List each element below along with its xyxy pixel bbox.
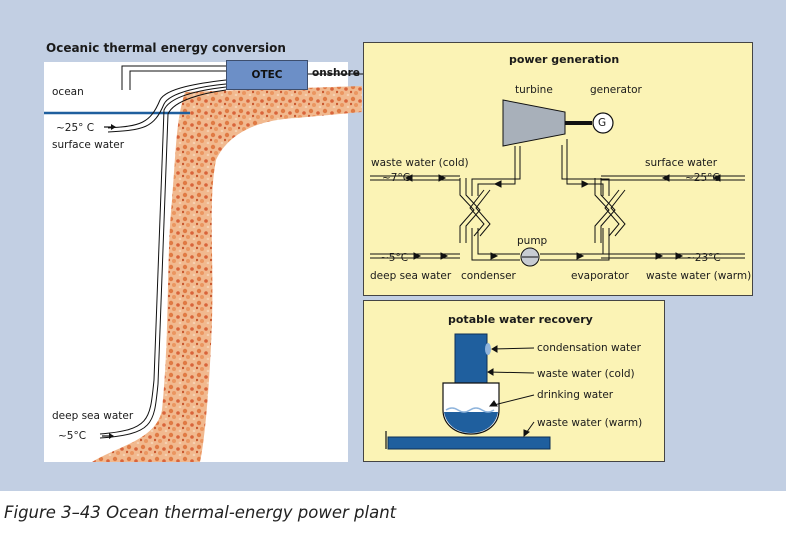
surface-temp-label: ~25° C xyxy=(56,122,95,134)
deep-temp-label: ~5°C xyxy=(58,430,87,442)
potable-water-title: potable water recovery xyxy=(448,313,593,326)
generator-circle xyxy=(592,112,614,134)
otec-label: OTEC xyxy=(251,69,283,81)
pw-waste-cold-label: waste water (cold) xyxy=(537,368,635,380)
warm-water-pipe xyxy=(387,436,551,450)
ocean-label: ocean xyxy=(52,86,84,98)
pump-label: pump xyxy=(517,235,548,247)
condensation-column xyxy=(454,333,488,385)
power-generation-title: power generation xyxy=(509,53,620,66)
pg-surface-temp-label: ~25°C xyxy=(685,172,720,184)
figure-caption: Figure 3–43 Ocean thermal-energy power p… xyxy=(4,503,397,522)
onshore-label: onshore xyxy=(312,67,360,79)
waste-water-cold-label: waste water (cold) xyxy=(371,157,469,169)
waste-cold-temp-label: ~7°C xyxy=(382,172,411,184)
deep-sea-water-label: deep sea water xyxy=(52,410,134,422)
condenser-label: condenser xyxy=(461,270,516,282)
evaporator-label: evaporator xyxy=(571,270,629,282)
diagram-title: Oceanic thermal energy conversion xyxy=(46,41,286,55)
generator-label: generator xyxy=(590,84,642,96)
waste-warm-temp-label: ~23°C xyxy=(686,252,721,264)
pg-deep-sea-water-label: deep sea water xyxy=(370,270,452,282)
pw-waste-warm-label: waste water (warm) xyxy=(537,417,643,429)
pg-surface-water-label: surface water xyxy=(645,157,718,169)
waste-water-warm-label: waste water (warm) xyxy=(646,270,752,282)
condensation-water-label: condensation water xyxy=(537,342,641,354)
turbine-shape xyxy=(502,99,566,147)
surface-water-label: surface water xyxy=(52,139,125,151)
otec-plant-box: OTEC xyxy=(226,60,308,90)
potable-water-panel xyxy=(363,300,665,462)
generator-symbol: G xyxy=(598,117,607,129)
pg-deep-temp-label: ~5°C xyxy=(380,252,409,264)
drinking-water-label: drinking water xyxy=(537,389,614,401)
turbine-label: turbine xyxy=(515,84,553,96)
